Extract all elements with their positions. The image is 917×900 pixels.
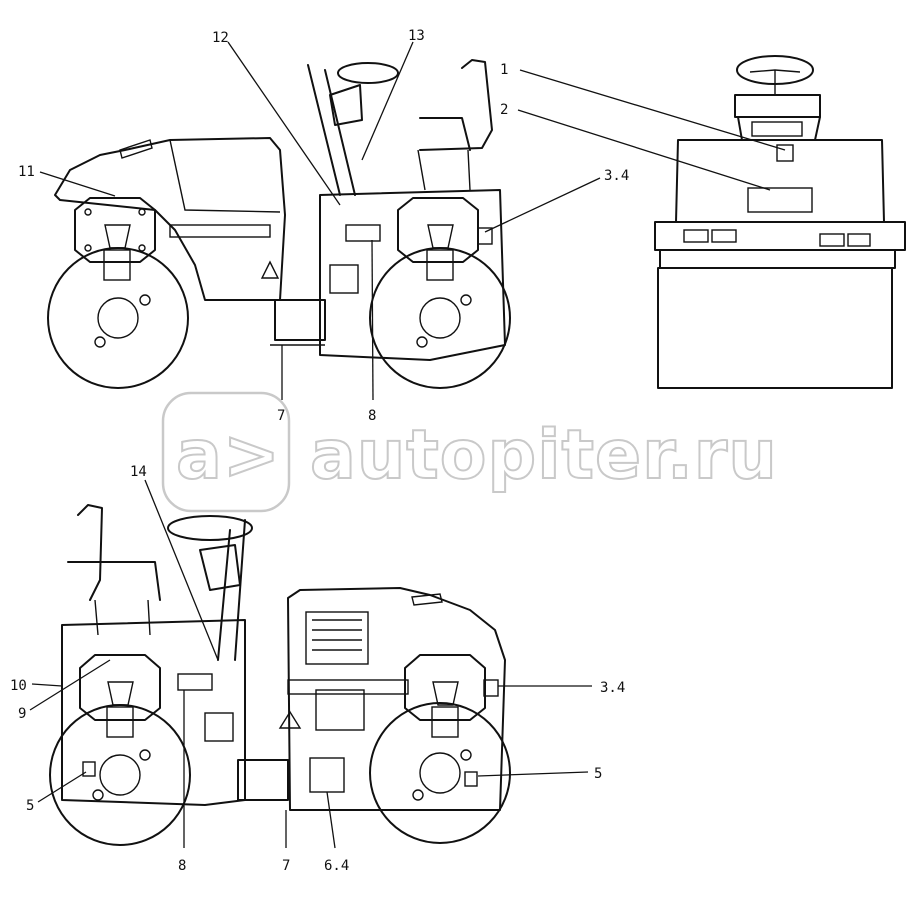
callout-8-bottom: 8 (178, 858, 186, 874)
callout-6-4: 6.4 (324, 858, 349, 874)
callout-14: 14 (130, 464, 147, 480)
callout-5-left: 5 (26, 798, 34, 814)
callouts: 1 2 3.4 11 12 13 7 8 14 10 9 5 8 7 6.4 3… (10, 28, 629, 874)
callout-7-top: 7 (277, 408, 285, 424)
callout-3-4-top: 3.4 (604, 168, 629, 184)
callout-11: 11 (18, 164, 35, 180)
callout-13: 13 (408, 28, 425, 44)
roller-rear-view (654, 55, 906, 389)
callout-2: 2 (500, 102, 508, 118)
callout-9: 9 (18, 706, 26, 722)
leader-lines (29, 41, 786, 849)
callout-10: 10 (10, 678, 27, 694)
roller-side-view-top (47, 59, 511, 389)
watermark: a> autopiter.ru (161, 391, 778, 513)
callout-7-bottom: 7 (282, 858, 290, 874)
watermark-text: autopiter.ru (310, 416, 778, 495)
roller-side-view-bottom (49, 504, 511, 846)
callout-12: 12 (212, 30, 229, 46)
watermark-logo: a> (176, 416, 281, 495)
callout-3-4-bottom: 3.4 (600, 680, 625, 696)
callout-8-top: 8 (368, 408, 376, 424)
callout-1: 1 (500, 62, 508, 78)
callout-5-right: 5 (594, 766, 602, 782)
